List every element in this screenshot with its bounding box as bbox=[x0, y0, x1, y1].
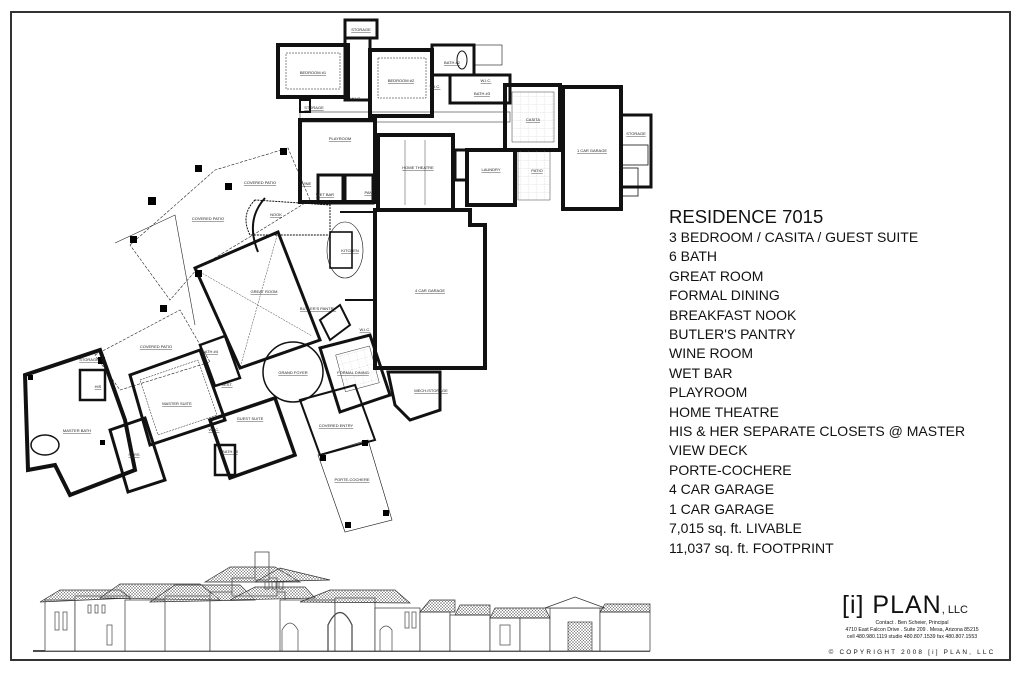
room-label: HIS bbox=[95, 384, 102, 389]
firm-logo: [i] PLAN, LLC bbox=[842, 592, 1002, 618]
room-label: KITCHEN bbox=[341, 248, 359, 253]
feature-item: HIS & HER SEPARATE CLOSETS @ MASTER bbox=[669, 423, 966, 440]
feature-item: PORTE-COCHERE bbox=[669, 461, 792, 478]
feature-item: BREAKFAST NOOK bbox=[669, 306, 797, 323]
room-label: MASTER BATH bbox=[63, 428, 91, 433]
room-label: BATH #3 bbox=[474, 91, 491, 96]
room-label: COVERED ENTRY bbox=[319, 423, 354, 428]
room-label: COVERED PATIO bbox=[244, 180, 276, 185]
room-label: 1 CAR GARAGE bbox=[577, 148, 607, 153]
feature-item: GREAT ROOM bbox=[669, 267, 764, 284]
room-label: BEDROOM #2 bbox=[388, 78, 415, 83]
bedroom-2-walls bbox=[368, 48, 434, 118]
room-label: BATH #4 bbox=[202, 349, 219, 354]
room-label: CASITA bbox=[526, 117, 540, 122]
firm-contact: Contact . Ben Scheier, Principal 4710 Ea… bbox=[812, 620, 1012, 641]
home-theatre-walls bbox=[376, 133, 455, 212]
room-label: W.I.C. bbox=[430, 84, 441, 89]
room-label: PORTE-COCHERE bbox=[334, 477, 369, 482]
room-label: NOOK bbox=[270, 212, 282, 217]
master-wing bbox=[22, 334, 393, 533]
room-label: COVERED PATIO bbox=[140, 344, 172, 349]
feature-item: VIEW DECK bbox=[669, 442, 748, 459]
room-label: HOME THEATRE bbox=[402, 165, 434, 170]
logo-suffix: , LLC bbox=[941, 604, 968, 616]
room-label: BEDROOM #1 bbox=[300, 70, 327, 75]
feature-item: 3 BEDROOM / CASITA / GUEST SUITE bbox=[669, 229, 919, 245]
laundry-walls bbox=[465, 148, 517, 207]
room-label: BATH #5 bbox=[222, 449, 239, 454]
grand-foyer-outline bbox=[262, 341, 324, 403]
room-label: COVERED PATIO bbox=[192, 216, 224, 221]
feature-item: 4 CAR GARAGE bbox=[669, 481, 775, 498]
contact-line: Contact . Ben Scheier, Principal bbox=[875, 620, 949, 626]
room-labels: STORAGE BEDROOM #1 BEDROOM #2 BATH #2 BA… bbox=[63, 27, 646, 482]
great-room-walls bbox=[193, 230, 322, 370]
covered-patios bbox=[94, 147, 311, 391]
feature-item: 7,015 sq. ft. LIVABLE bbox=[669, 520, 802, 537]
master-suite-walls bbox=[128, 348, 227, 447]
front-elevation-drawing bbox=[33, 551, 651, 652]
room-label: MECH./STORAGE bbox=[414, 388, 448, 393]
room-label: W.I.C. bbox=[351, 96, 362, 101]
feature-item: 11,037 sq. ft. FOOTPRINT bbox=[669, 539, 834, 556]
room-label: BATH #2 bbox=[444, 60, 461, 65]
porte-cochere-outline bbox=[317, 439, 393, 533]
room-label: FORMAL DINING bbox=[337, 370, 369, 375]
room-label: STORAGE bbox=[626, 131, 646, 136]
room-label: HERS bbox=[128, 452, 139, 457]
room-label: MASTER SUITE bbox=[162, 401, 192, 406]
feature-item: FORMAL DINING bbox=[669, 287, 780, 304]
room-label: PATIO bbox=[531, 168, 542, 173]
room-label: GREAT ROOM bbox=[251, 289, 278, 294]
feature-item: PLAYROOM bbox=[669, 384, 748, 401]
room-label: STORAGE bbox=[304, 105, 324, 110]
feature-item: HOME THEATRE bbox=[669, 403, 779, 420]
feature-item: 6 BATH bbox=[669, 248, 717, 265]
room-label: WET BAR bbox=[316, 192, 334, 197]
feature-item: BUTLER'S PANTRY bbox=[669, 326, 796, 343]
copyright-notice: © COPYRIGHT 2008 [i] PLAN, LLC bbox=[828, 649, 996, 656]
master-bath-walls bbox=[22, 347, 138, 498]
room-label: 4 CAR GARAGE bbox=[415, 288, 445, 293]
feature-item: WET BAR bbox=[669, 364, 733, 381]
central-wing bbox=[193, 197, 487, 422]
room-label: GUEST SUITE bbox=[237, 416, 264, 421]
address-line: 4710 East Falcon Drive . Suite 209 . Mes… bbox=[845, 627, 979, 633]
feature-item: 1 CAR GARAGE bbox=[669, 500, 775, 517]
guest-suite-walls bbox=[207, 395, 298, 481]
room-label: W.I.C. bbox=[360, 327, 371, 332]
room-label: GRAND FOYER bbox=[278, 370, 307, 375]
logo-mark: [i] PLAN bbox=[842, 591, 942, 619]
room-label: PLAYROOM bbox=[329, 136, 351, 141]
room-label: LAUNDRY bbox=[481, 167, 500, 172]
room-label: STORAGE bbox=[351, 27, 371, 32]
room-label: PAN. bbox=[364, 190, 373, 195]
room-label: STORAGE bbox=[79, 357, 99, 362]
bedroom-1-walls bbox=[276, 43, 350, 99]
phone-line: cell 480.980.1119 studio 480.807.1539 fa… bbox=[846, 634, 978, 640]
room-label: W.I.C. bbox=[481, 78, 492, 83]
upper-wing bbox=[276, 18, 653, 212]
room-label: W.I.C. bbox=[209, 427, 220, 432]
project-summary: RESIDENCE 7015 3 BEDROOM / CASITA / GUES… bbox=[669, 206, 965, 558]
room-label: WINE bbox=[301, 181, 312, 186]
feature-item: WINE ROOM bbox=[669, 345, 753, 362]
sheet-border bbox=[10, 11, 1011, 661]
room-label: VEST. bbox=[221, 382, 232, 387]
project-title: RESIDENCE 7015 bbox=[669, 206, 824, 227]
room-label: BUTLER'S PANTRY bbox=[300, 306, 337, 311]
